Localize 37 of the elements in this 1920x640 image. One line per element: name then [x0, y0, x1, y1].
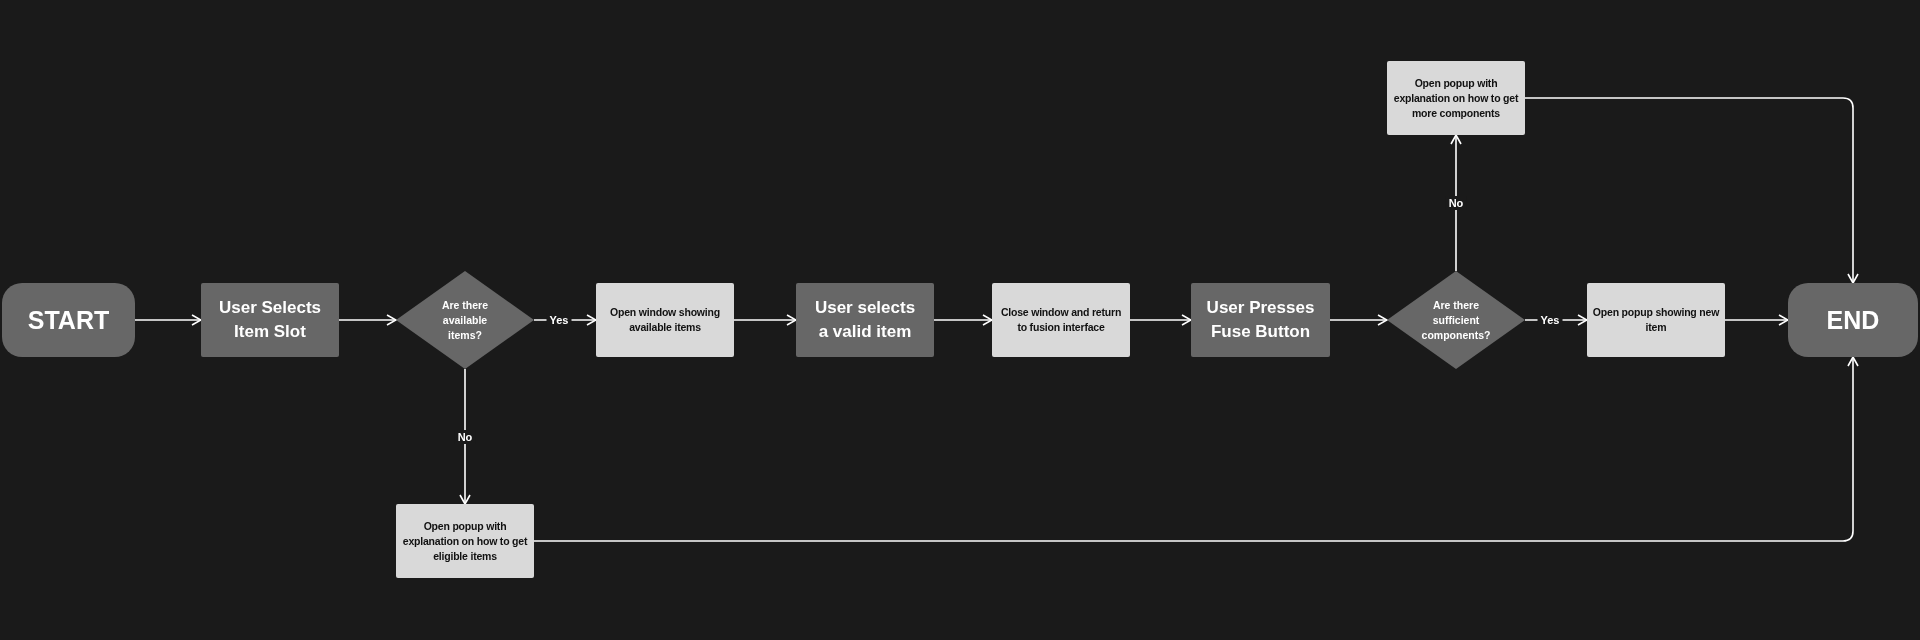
- node-text: User Selects Item Slot: [217, 297, 323, 343]
- node-text: User Presses Fuse Button: [1205, 297, 1316, 343]
- action-box: [1191, 283, 1330, 357]
- arrow: [134, 314, 202, 326]
- node-text: END: [1826, 305, 1880, 335]
- arrow: [1329, 314, 1388, 326]
- arrow: [1524, 97, 1859, 284]
- terminal-node: [2, 283, 135, 357]
- decision-diamond: [1387, 271, 1525, 369]
- screen-box: [992, 283, 1130, 357]
- arrow: [1450, 134, 1462, 272]
- edge-label: Yes: [1537, 313, 1563, 327]
- node-text: User selects a valid item: [813, 297, 917, 343]
- screen-box: [396, 504, 534, 578]
- screen-box: [1587, 283, 1725, 357]
- arrow: [733, 314, 797, 326]
- node-text: Are there sufficient components?: [1421, 297, 1491, 343]
- decision-diamond: [396, 271, 534, 369]
- terminal-node: [1788, 283, 1918, 357]
- node-text: Are there available items?: [440, 297, 490, 343]
- node-text: Open popup showing new item: [1591, 305, 1721, 335]
- arrow: [533, 356, 1859, 542]
- screen-box: [1387, 61, 1525, 135]
- action-box: [201, 283, 339, 357]
- arrow: [1724, 314, 1789, 326]
- node-text: Open popup with explanation on how to get eligible items: [401, 518, 529, 564]
- screen-box: [596, 283, 734, 357]
- arrow: [1129, 314, 1192, 326]
- arrow: [933, 314, 993, 326]
- node-text: Open window showing available items: [609, 305, 721, 335]
- arrow: [338, 314, 397, 326]
- arrow: [459, 368, 471, 505]
- node-text: Open popup with explanation on how to get more components: [1392, 75, 1520, 121]
- node-text: START: [27, 305, 110, 335]
- node-text: Close window and return to fusion interface: [999, 305, 1123, 335]
- action-box: [796, 283, 934, 357]
- edge-label: Yes: [546, 313, 572, 327]
